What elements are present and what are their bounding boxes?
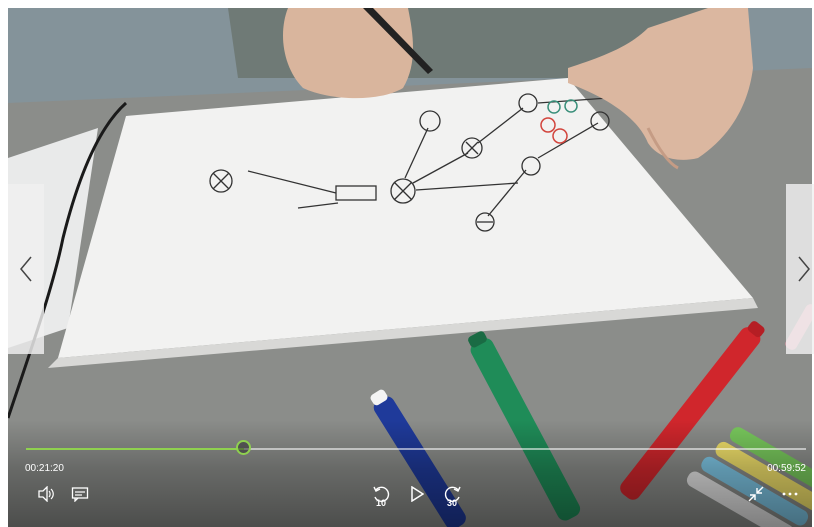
- total-time: 00:59:52: [767, 463, 806, 474]
- exit-fullscreen-icon: [747, 485, 765, 503]
- seek-progress: [26, 448, 244, 450]
- elapsed-time: 00:21:20: [25, 463, 64, 474]
- player-controls: 00:21:20 00:59:52 10: [8, 420, 812, 527]
- more-options-button[interactable]: [778, 482, 802, 506]
- volume-icon: [37, 486, 55, 502]
- more-icon: [781, 491, 799, 497]
- skip-back-button[interactable]: 10: [369, 482, 393, 506]
- skip-forward-label: 30: [447, 498, 457, 508]
- seek-thumb[interactable]: [236, 440, 251, 455]
- chevron-right-icon: [797, 255, 811, 283]
- skip-forward-button[interactable]: 30: [441, 482, 465, 506]
- captions-button[interactable]: [68, 482, 92, 506]
- seek-bar[interactable]: [26, 448, 806, 450]
- previous-button[interactable]: [8, 184, 44, 354]
- play-icon: [410, 486, 424, 502]
- captions-icon: [71, 486, 89, 502]
- exit-fullscreen-button[interactable]: [744, 482, 768, 506]
- skip-back-label: 10: [376, 498, 386, 508]
- chevron-left-icon: [19, 255, 33, 283]
- play-button[interactable]: [405, 482, 429, 506]
- next-button[interactable]: [786, 184, 814, 354]
- volume-button[interactable]: [34, 482, 58, 506]
